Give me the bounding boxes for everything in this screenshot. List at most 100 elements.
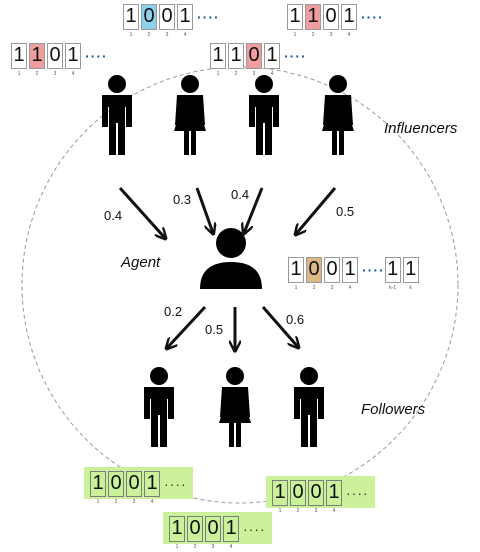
bit-digit: 1 xyxy=(92,472,104,494)
bit-index: 1 xyxy=(129,32,133,38)
bit-digit: 1 xyxy=(405,258,417,280)
ellipsis-dots: ···· xyxy=(164,476,187,492)
bit-index: 3 xyxy=(132,499,136,505)
ellipsis-dots: ···· xyxy=(284,48,307,64)
bit-digit: 1 xyxy=(290,258,302,280)
bit-index: 2 xyxy=(234,71,238,77)
bit-index: 1 xyxy=(96,499,100,505)
bit-digit: 1 xyxy=(328,481,340,503)
bit-digit: 1 xyxy=(31,44,43,66)
bit-digit: 1 xyxy=(274,481,286,503)
bit-digit: 1 xyxy=(125,5,137,27)
network-circle xyxy=(21,66,459,504)
bit-index: 4 xyxy=(347,32,351,38)
bit-index: 2 xyxy=(193,544,197,550)
ellipsis-dots: ···· xyxy=(346,485,369,501)
bit-digit: 1 xyxy=(179,5,191,27)
bit-index: 4 xyxy=(229,544,233,550)
bit-index: 4 xyxy=(150,499,154,505)
bit-index: 3 xyxy=(211,544,215,550)
ellipsis-dots: ···· xyxy=(243,521,266,537)
bit-digit: 1 xyxy=(289,5,301,27)
edge-weight: 0.5 xyxy=(336,204,355,219)
bit-digit: 1 xyxy=(146,472,158,494)
bit-digit: 0 xyxy=(310,481,322,503)
bit-digit: 1 xyxy=(344,258,356,280)
man-icon xyxy=(144,367,174,447)
bit-index: 2 xyxy=(312,285,316,291)
bit-digit: 1 xyxy=(225,517,237,539)
bit-index: 1 xyxy=(216,71,220,77)
edge-weight: 0.4 xyxy=(231,187,250,202)
bit-index: 3 xyxy=(329,32,333,38)
bit-index: 1 xyxy=(175,544,179,550)
bit-index: 3 xyxy=(53,71,57,77)
bit-digit: 0 xyxy=(161,5,173,27)
edge-arrow xyxy=(118,186,165,238)
edge-arrow xyxy=(261,306,298,347)
influencers-label: Influencers xyxy=(384,120,458,137)
bit-index: 1 xyxy=(17,71,21,77)
bit-index: 3 xyxy=(252,71,256,77)
bit-digit: 1 xyxy=(212,44,224,66)
bit-digit: 0 xyxy=(248,44,260,66)
bit-digit: 1 xyxy=(13,44,25,66)
woman-icon xyxy=(322,75,354,155)
edge-weight: 0.3 xyxy=(173,192,192,207)
bit-index: 3 xyxy=(330,285,334,291)
bit-digit: 1 xyxy=(387,258,399,280)
edge-weight: 0.4 xyxy=(104,208,123,223)
woman-icon xyxy=(219,367,251,447)
bit-index: 2 xyxy=(35,71,39,77)
bit-index: 2 xyxy=(311,32,315,38)
bit-index: 2 xyxy=(296,508,300,514)
followers-label: Followers xyxy=(361,401,426,418)
bit-digit: 0 xyxy=(325,5,337,27)
bit-digit: 0 xyxy=(49,44,61,66)
bit-index: 1 xyxy=(294,285,298,291)
ellipsis-dots: ···· xyxy=(197,9,220,25)
bit-digit: 0 xyxy=(292,481,304,503)
edge-arrow xyxy=(195,187,213,233)
bit-digit: 0 xyxy=(110,472,122,494)
edge-weight: 0.2 xyxy=(164,304,183,319)
bit-index: 4 xyxy=(270,71,274,77)
bit-digit: 1 xyxy=(307,5,319,27)
bit-index: 1 xyxy=(293,32,297,38)
bit-digit: 0 xyxy=(128,472,140,494)
edge-weight: 0.5 xyxy=(205,322,224,337)
bit-digit: 1 xyxy=(171,517,183,539)
woman-icon xyxy=(174,75,206,155)
bit-index: 2 xyxy=(114,499,118,505)
bit-digit: 1 xyxy=(343,5,355,27)
